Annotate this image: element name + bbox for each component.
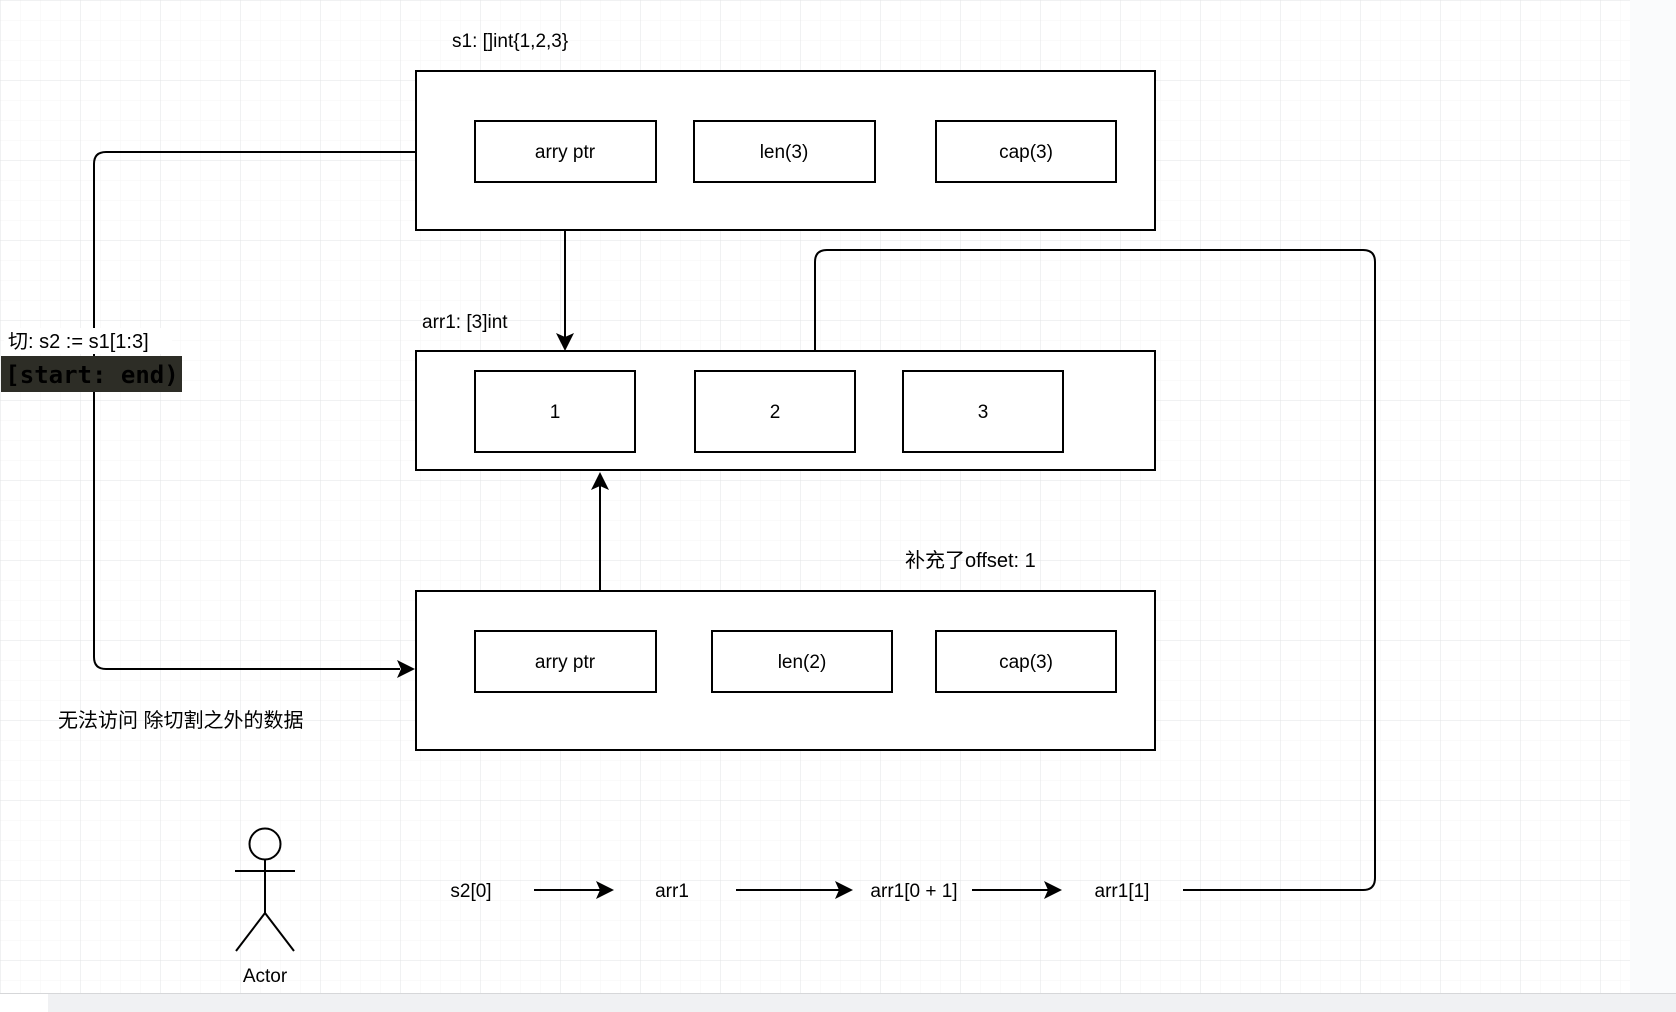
horizontal-scrollbar-track[interactable] xyxy=(0,994,1676,1012)
connector-s2ptr-to-arr1[interactable] xyxy=(591,472,609,591)
arr1-cell-2-label: 2 xyxy=(770,402,781,423)
arr1-cell-1[interactable] xyxy=(474,370,636,453)
slice-note-bg xyxy=(4,328,172,354)
range-badge-label: [start: end) xyxy=(5,361,178,389)
bottom-bar xyxy=(0,993,1676,1012)
arr1-cell-3[interactable] xyxy=(902,370,1064,453)
s1-cell-arryptr-label: arry ptr xyxy=(535,142,596,163)
s1-cell-len[interactable] xyxy=(693,120,876,183)
range-badge[interactable] xyxy=(1,356,182,392)
arr1-cell-2[interactable] xyxy=(694,370,856,453)
s1-cell-arryptr[interactable] xyxy=(474,120,657,183)
bottom-bar-left-corner xyxy=(0,994,48,1012)
connector-s1-to-s2[interactable] xyxy=(93,151,416,678)
no-access-note[interactable]: 无法访问 除切割之外的数据 xyxy=(58,709,304,732)
flow-item-arr1[interactable]: arr1 xyxy=(655,881,689,902)
arr1-array[interactable]: arr1: [3]int 1 2 3 xyxy=(415,312,1156,471)
slice-note[interactable]: 切: s2 := s1[1:3] xyxy=(8,331,149,353)
offset-note[interactable]: 补充了offset: 1 xyxy=(905,549,1036,572)
flow-item-arr1-1[interactable]: arr1[1] xyxy=(1095,881,1150,902)
actor-legs xyxy=(235,912,295,952)
arr1-label[interactable]: arr1: [3]int xyxy=(422,312,508,333)
actor-figure[interactable]: Actor xyxy=(235,827,295,988)
s2-cell-len[interactable] xyxy=(711,630,893,693)
s2-cell-cap-label: cap(3) xyxy=(999,652,1053,673)
canvas-right-margin xyxy=(1630,0,1676,993)
access-flow[interactable]: s2[0] arr1 arr1[0 + 1] arr1[1] xyxy=(450,881,1149,902)
s2-cell-len-label: len(2) xyxy=(778,652,827,673)
s1-cell-cap-label: cap(3) xyxy=(999,142,1053,163)
s1-struct[interactable]: s1: []int{1,2,3} arry ptr len(3) cap(3) xyxy=(415,31,1156,231)
arr1-cell-3-label: 3 xyxy=(978,402,989,423)
s2-cell-arryptr[interactable] xyxy=(474,630,657,693)
flow-arrow-1[interactable] xyxy=(534,881,614,899)
flow-item-s2-0[interactable]: s2[0] xyxy=(450,881,491,902)
s2-struct[interactable]: 补充了offset: 1 arry ptr len(2) cap(3) xyxy=(415,549,1156,751)
flow-arrow-2[interactable] xyxy=(736,881,853,899)
s2-cell-arryptr-label: arry ptr xyxy=(535,652,596,673)
slice-annotation[interactable]: 切: s2 := s1[1:3] [start: end) xyxy=(1,328,182,392)
s1-label[interactable]: s1: []int{1,2,3} xyxy=(452,31,568,52)
s1-cell-cap[interactable] xyxy=(935,120,1117,183)
arr1-cell-1-label: 1 xyxy=(550,402,561,423)
s1-cell-len-label: len(3) xyxy=(760,142,809,163)
flow-item-arr1-0plus1[interactable]: arr1[0 + 1] xyxy=(870,881,957,902)
s2-cell-cap[interactable] xyxy=(935,630,1117,693)
actor-label[interactable]: Actor xyxy=(243,966,288,987)
flow-arrow-3[interactable] xyxy=(972,881,1062,899)
